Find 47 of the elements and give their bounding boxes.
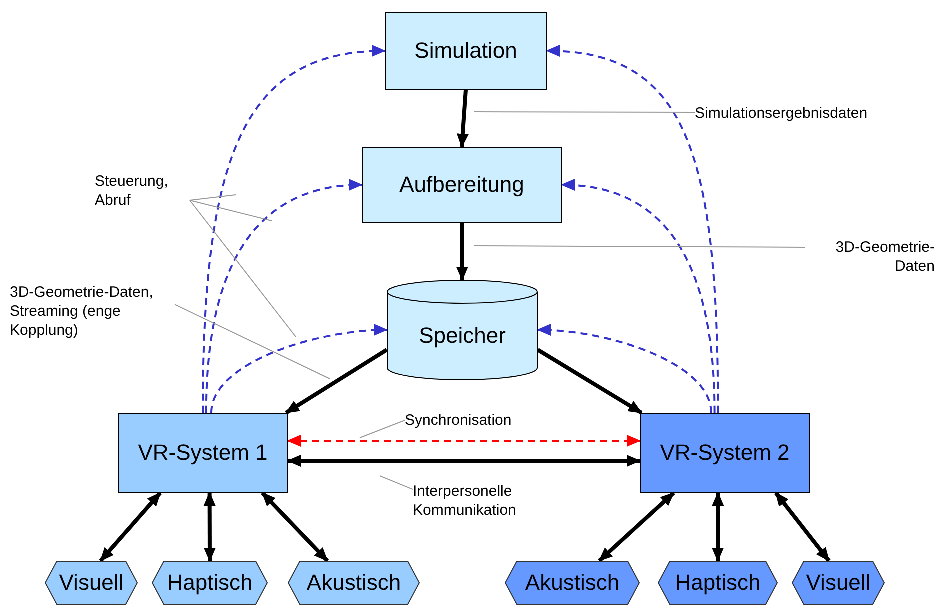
- arrow: [287, 435, 641, 447]
- arrow: [712, 492, 724, 562]
- arrow: [285, 348, 388, 415]
- leader-line: [190, 194, 236, 201]
- leader-line: [380, 476, 414, 490]
- arrow: [202, 46, 386, 414]
- process-box: [385, 12, 547, 90]
- arrow: [598, 492, 676, 562]
- system-box: [640, 413, 810, 493]
- annotation-text: Interpersonelle Kommunikation: [413, 482, 563, 520]
- arrow: [205, 180, 363, 414]
- arrow: [204, 492, 216, 562]
- annotation-text: 3D-Geometrie-Daten, Streaming (enge Kopplung): [10, 283, 175, 340]
- leader-line: [360, 420, 406, 438]
- node-label: Aufbereitung: [400, 172, 524, 198]
- node-label: Visuell: [59, 570, 124, 596]
- node-label: Simulation: [414, 38, 518, 64]
- node-label: Visuell: [806, 570, 871, 596]
- annotation-text: Simulationsergebnisdaten: [695, 104, 935, 123]
- node-label: Haptisch: [675, 570, 761, 596]
- leader-line: [474, 246, 806, 248]
- arrow: [537, 324, 712, 414]
- arrow: [261, 492, 330, 562]
- annotation-text: Steuerung, Abruf: [95, 172, 190, 210]
- node-label: VR-System 2: [660, 440, 790, 466]
- node-label: Haptisch: [167, 570, 253, 596]
- leader-line: [174, 304, 330, 380]
- process-box: [362, 147, 562, 223]
- arrow: [774, 492, 831, 562]
- node-label: Akustisch: [306, 570, 402, 596]
- leader-line: [190, 200, 296, 338]
- arrow: [456, 90, 469, 148]
- arrow: [561, 180, 716, 414]
- system-box: [118, 413, 288, 493]
- node-label: Akustisch: [525, 570, 620, 596]
- arrow: [456, 222, 468, 281]
- annotation-text: 3D-Geometrie-Daten: [805, 238, 935, 276]
- node-label: VR-System 1: [138, 440, 268, 466]
- annotation-text: Synchronisation: [405, 411, 555, 430]
- arrow: [536, 348, 643, 415]
- node-label: Speicher: [419, 323, 506, 349]
- leader-line: [190, 200, 272, 222]
- arrow: [287, 455, 641, 467]
- arrow: [210, 324, 388, 414]
- arrow: [546, 46, 720, 414]
- leader-line: [474, 112, 696, 114]
- arrow: [99, 492, 162, 562]
